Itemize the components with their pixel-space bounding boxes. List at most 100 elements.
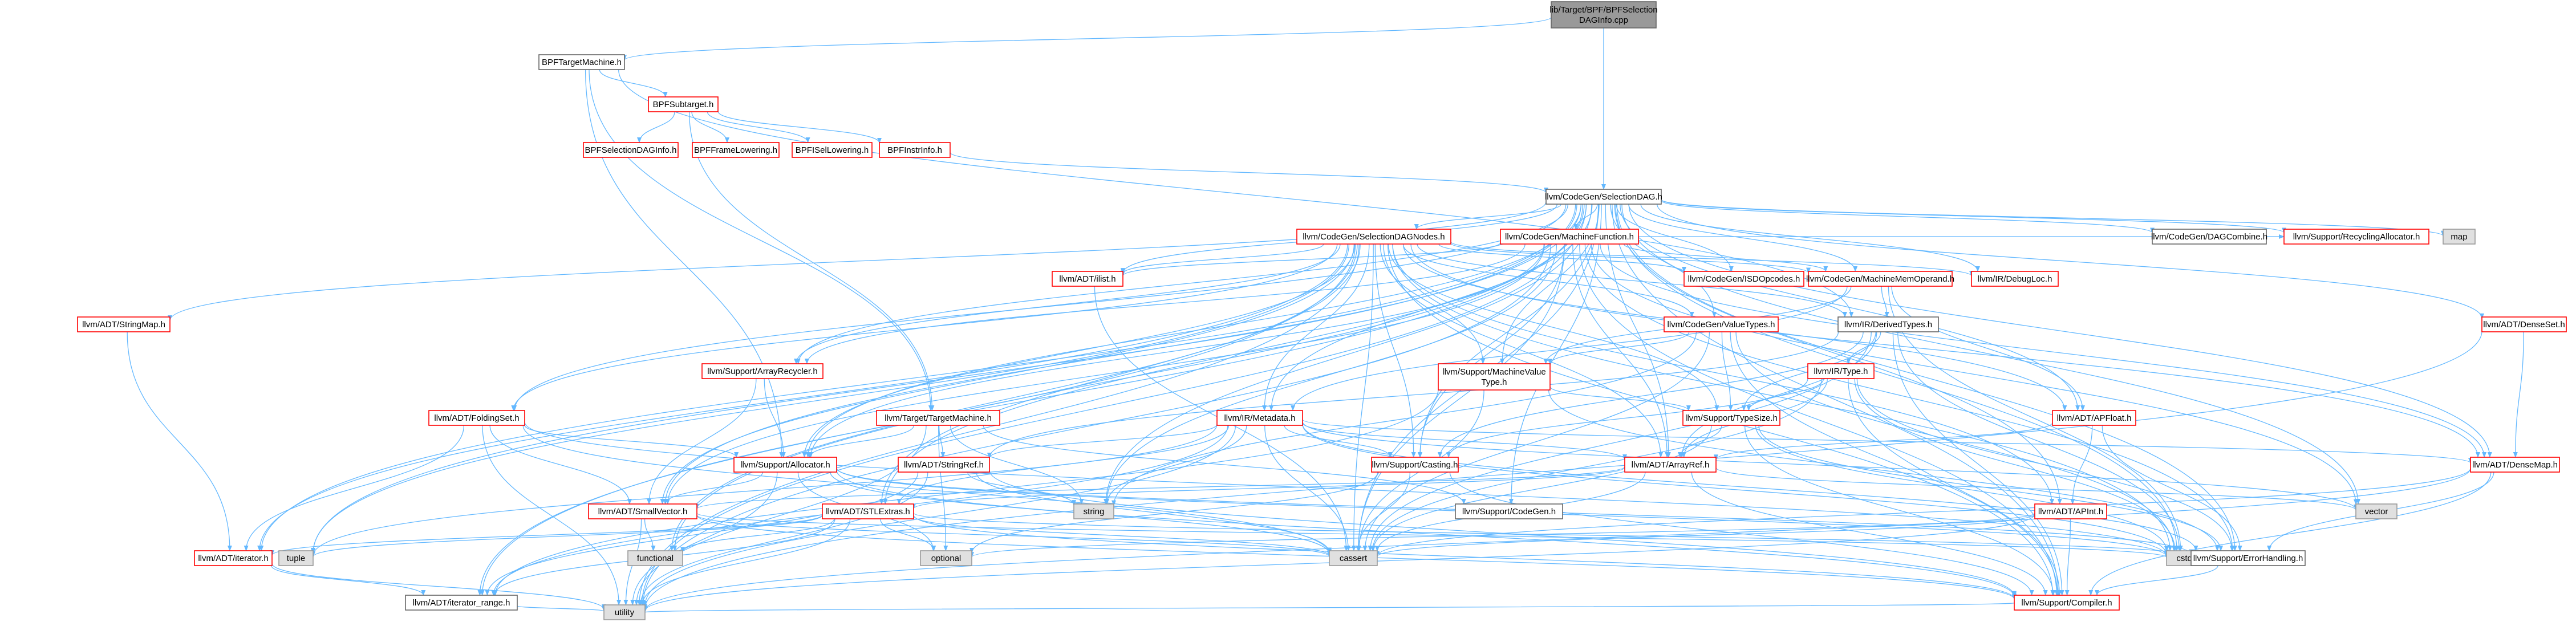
node-stringref[interactable]: llvm/ADT/StringRef.h bbox=[898, 457, 990, 473]
edge-mf-to-cassert bbox=[1356, 243, 1565, 551]
edge-sub-to-isel bbox=[707, 111, 810, 143]
edge-mmo-to-derivedtypes bbox=[1881, 286, 1889, 318]
node-debugloc[interactable]: llvm/IR/DebugLoc.h bbox=[1971, 271, 2059, 287]
node-recycalloc[interactable]: llvm/Support/RecyclingAllocator.h bbox=[2283, 229, 2429, 245]
edge-derivedtypes-to-compiler bbox=[1892, 331, 2064, 596]
node-label: BPFFrameLowering.h bbox=[694, 145, 777, 155]
edge-allocator-to-smallvector bbox=[663, 471, 764, 505]
edge-typesize-to-compiler bbox=[1744, 425, 2056, 596]
node-label: vector bbox=[2365, 507, 2388, 517]
node-box bbox=[1052, 271, 1123, 287]
edge-seldag-to-mmo bbox=[1628, 204, 1858, 272]
edge-seldag-to-apfloat bbox=[1620, 204, 2080, 411]
node-label: llvm/CodeGen/SelectionDAG.h bbox=[1545, 192, 1662, 202]
node-ilist[interactable]: llvm/ADT/ilist.h bbox=[1052, 271, 1123, 287]
node-box bbox=[1329, 550, 1378, 566]
edge-metadata-to-cstdint bbox=[1302, 424, 2169, 556]
node-irtype[interactable]: llvm/IR/Type.h bbox=[1807, 363, 1875, 379]
node-mf[interactable]: llvm/CodeGen/MachineFunction.h bbox=[1500, 229, 1639, 245]
edge-seldag-to-functional bbox=[672, 204, 1585, 551]
node-label: llvm/Support/Casting.h bbox=[1372, 460, 1458, 470]
node-box bbox=[792, 142, 873, 158]
node-isdopcodes[interactable]: llvm/CodeGen/ISDOpcodes.h bbox=[1683, 271, 1804, 287]
node-label: llvm/Support/MachineValue bbox=[1442, 367, 1545, 377]
edge-stlextras-to-optional bbox=[880, 518, 936, 551]
edge-seldag-to-debugloc bbox=[1640, 204, 1980, 272]
edge-stringref-to-string bbox=[967, 471, 1076, 506]
node-dagcombine[interactable]: llvm/CodeGen/DAGCombine.h bbox=[2151, 229, 2267, 245]
node-label: llvm/Support/ArrayRecycler.h bbox=[707, 367, 817, 376]
node-isel[interactable]: BPFISelLowering.h bbox=[792, 142, 873, 158]
node-label: llvm/ADT/APInt.h bbox=[2038, 507, 2103, 517]
node-stlextras[interactable]: llvm/ADT/STLExtras.h bbox=[822, 503, 914, 519]
edge-sdnodes-to-ilist bbox=[1121, 243, 1324, 274]
node-supportcodegen[interactable]: llvm/Support/CodeGen.h bbox=[1455, 503, 1563, 519]
edge-valuetypes-to-cassert bbox=[1362, 331, 1710, 551]
node-metadata[interactable]: llvm/IR/Metadata.h bbox=[1216, 410, 1303, 426]
edge-stlextras-to-errorhandling bbox=[913, 513, 2193, 557]
edge-irtype-to-cstdint bbox=[1854, 378, 2177, 551]
node-iterrange[interactable]: llvm/ADT/iterator_range.h bbox=[405, 595, 518, 611]
edge-derivedtypes-to-stringref bbox=[987, 331, 1839, 459]
node-stringmap[interactable]: llvm/ADT/StringMap.h bbox=[77, 316, 171, 332]
edge-sdnodes-to-mmo bbox=[1450, 242, 1811, 274]
node-smallvector[interactable]: llvm/ADT/SmallVector.h bbox=[588, 503, 697, 519]
node-seldag_info[interactable]: BPFSelectionDAGInfo.h bbox=[583, 142, 679, 158]
node-targetmachine[interactable]: llvm/Target/TargetMachine.h bbox=[876, 410, 1000, 426]
edge-sub-to-framelow bbox=[691, 111, 729, 143]
node-densemap[interactable]: llvm/ADT/DenseMap.h bbox=[2470, 457, 2560, 473]
node-box bbox=[538, 54, 625, 70]
node-mmo[interactable]: llvm/CodeGen/MachineMemOperand.h bbox=[1806, 271, 1954, 287]
node-casting[interactable]: llvm/Support/Casting.h bbox=[1371, 457, 1459, 473]
edge-seldag-to-dagcombine bbox=[1661, 200, 2155, 234]
edge-mf-to-compiler bbox=[1579, 243, 2059, 596]
node-box bbox=[1682, 410, 1780, 426]
node-sub[interactable]: BPFSubtarget.h bbox=[648, 96, 719, 112]
edge-densemap-to-cassert bbox=[1375, 468, 2471, 557]
node-tm[interactable]: BPFTargetMachine.h bbox=[538, 54, 625, 70]
edge-stlextras-to-tuple bbox=[311, 514, 823, 558]
node-derivedtypes[interactable]: llvm/IR/DerivedTypes.h bbox=[1837, 316, 1939, 332]
node-instr[interactable]: BPFInstrInfo.h bbox=[879, 142, 951, 158]
edge-metadata-to-casting bbox=[1284, 425, 1393, 458]
node-arrayrecycler[interactable]: llvm/Support/ArrayRecycler.h bbox=[701, 363, 823, 379]
node-typesize[interactable]: llvm/Support/TypeSize.h bbox=[1682, 410, 1780, 426]
node-arrayref[interactable]: llvm/ADT/ArrayRef.h bbox=[1624, 457, 1717, 473]
edge-arrayref-to-vector bbox=[1715, 467, 2358, 511]
node-label: lib/Target/BPF/BPFSelection bbox=[1549, 5, 1657, 15]
node-foldingset[interactable]: llvm/ADT/FoldingSet.h bbox=[428, 410, 525, 426]
edge-errorhandling-to-compiler bbox=[2095, 565, 2218, 596]
node-layer: lib/Target/BPF/BPFSelectionDAGInfo.cppBP… bbox=[77, 1, 2567, 620]
node-compiler[interactable]: llvm/Support/Compiler.h bbox=[2014, 595, 2120, 611]
node-denseset[interactable]: llvm/ADT/DenseSet.h bbox=[2481, 316, 2567, 332]
edge-foldingset-to-cassert bbox=[522, 425, 1332, 555]
node-apint[interactable]: llvm/ADT/APInt.h bbox=[2034, 503, 2107, 519]
node-allocator[interactable]: llvm/Support/Allocator.h bbox=[733, 457, 837, 473]
node-apfloat[interactable]: llvm/ADT/APFloat.h bbox=[2052, 410, 2136, 426]
node-utility: utility bbox=[603, 604, 646, 620]
node-seldag[interactable]: llvm/CodeGen/SelectionDAG.h bbox=[1545, 189, 1662, 205]
node-sdnodes[interactable]: llvm/CodeGen/SelectionDAGNodes.h bbox=[1296, 229, 1451, 245]
node-label: DAGInfo.cpp bbox=[1579, 15, 1628, 25]
node-valuetypes[interactable]: llvm/CodeGen/ValueTypes.h bbox=[1664, 316, 1779, 332]
node-functional: functional bbox=[627, 550, 683, 566]
edge-apfloat-to-errorhandling bbox=[2102, 425, 2242, 551]
edge-tm-to-sub bbox=[599, 69, 668, 97]
edge-valuetypes-to-mvt bbox=[1548, 331, 1690, 365]
node-label: BPFISelLowering.h bbox=[796, 145, 869, 155]
node-box bbox=[588, 503, 697, 519]
edge-mmo-to-cstdint bbox=[1888, 286, 2183, 551]
node-iterator[interactable]: llvm/ADT/iterator.h bbox=[194, 550, 273, 566]
node-framelow[interactable]: BPFFrameLowering.h bbox=[692, 142, 780, 158]
edge-stlextras-to-functional bbox=[680, 518, 835, 553]
node-root[interactable]: lib/Target/BPF/BPFSelectionDAGInfo.cpp bbox=[1549, 1, 1658, 29]
edge-metadata-to-cassert bbox=[1264, 425, 1351, 551]
node-errorhandling[interactable]: llvm/Support/ErrorHandling.h bbox=[2190, 550, 2306, 566]
edge-mf-to-string bbox=[1104, 243, 1557, 505]
node-label: llvm/ADT/ArrayRef.h bbox=[1632, 460, 1710, 470]
edge-typesize-to-arrayref bbox=[1678, 425, 1722, 458]
node-label: llvm/ADT/DenseMap.h bbox=[2472, 460, 2558, 470]
edge-sdnodes-to-derivedtypes bbox=[1417, 243, 1847, 318]
